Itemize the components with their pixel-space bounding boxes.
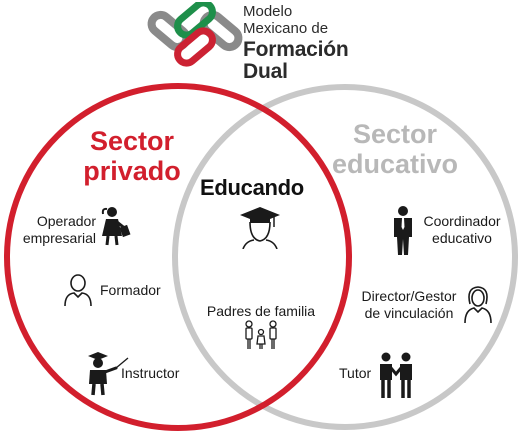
sector-educativo-title: Sector educativo (320, 119, 470, 179)
director-gestor-label: Director/Gestor de vinculación (354, 288, 464, 322)
person-outline-icon (64, 274, 92, 307)
coordinador-line-1: Coordinador (423, 213, 501, 229)
tutor-label: Tutor (339, 365, 372, 381)
sector-privado-title: Sector privado (62, 126, 202, 186)
handshake-icon (380, 352, 412, 398)
businessman-icon (394, 206, 412, 255)
logo-line-4: Dual (243, 60, 288, 83)
operador-empresarial-label: Operador empresarial (10, 213, 96, 247)
female-worker-icon (101, 207, 131, 246)
teacher-pointing-icon (88, 352, 129, 396)
instructor-label: Instructor (121, 365, 180, 381)
family-icon (245, 320, 277, 349)
director-line-2: de vinculación (364, 305, 454, 321)
operador-line-2: empresarial (22, 230, 96, 246)
sector-privado-line-2: privado (83, 156, 181, 186)
coordinador-educativo-label: Coordinador educativo (419, 213, 505, 247)
sector-educativo-line-1: Sector (352, 119, 438, 149)
operador-line-1: Operador (36, 213, 96, 229)
sector-educativo-line-2: educativo (331, 149, 459, 179)
director-line-1: Director/Gestor (361, 288, 457, 304)
logo-text: Modelo Mexicano de Formación Dual (243, 4, 349, 82)
logo-chain-icon (147, 2, 243, 67)
sector-educativo-circle (172, 84, 518, 430)
graduate-icon (240, 207, 280, 249)
woman-outline-icon (464, 286, 492, 324)
formador-label: Formador (100, 282, 161, 298)
logo-line-2: Mexicano de (243, 20, 329, 37)
sector-privado-line-1: Sector (89, 126, 175, 156)
logo-line-1: Modelo (243, 3, 293, 20)
padres-de-familia-label: Padres de familia (206, 303, 316, 319)
sector-privado-circle (4, 83, 352, 431)
coordinador-line-2: educativo (432, 230, 492, 246)
logo-line-3: Formación (243, 38, 349, 61)
educando-title: Educando (200, 175, 304, 200)
